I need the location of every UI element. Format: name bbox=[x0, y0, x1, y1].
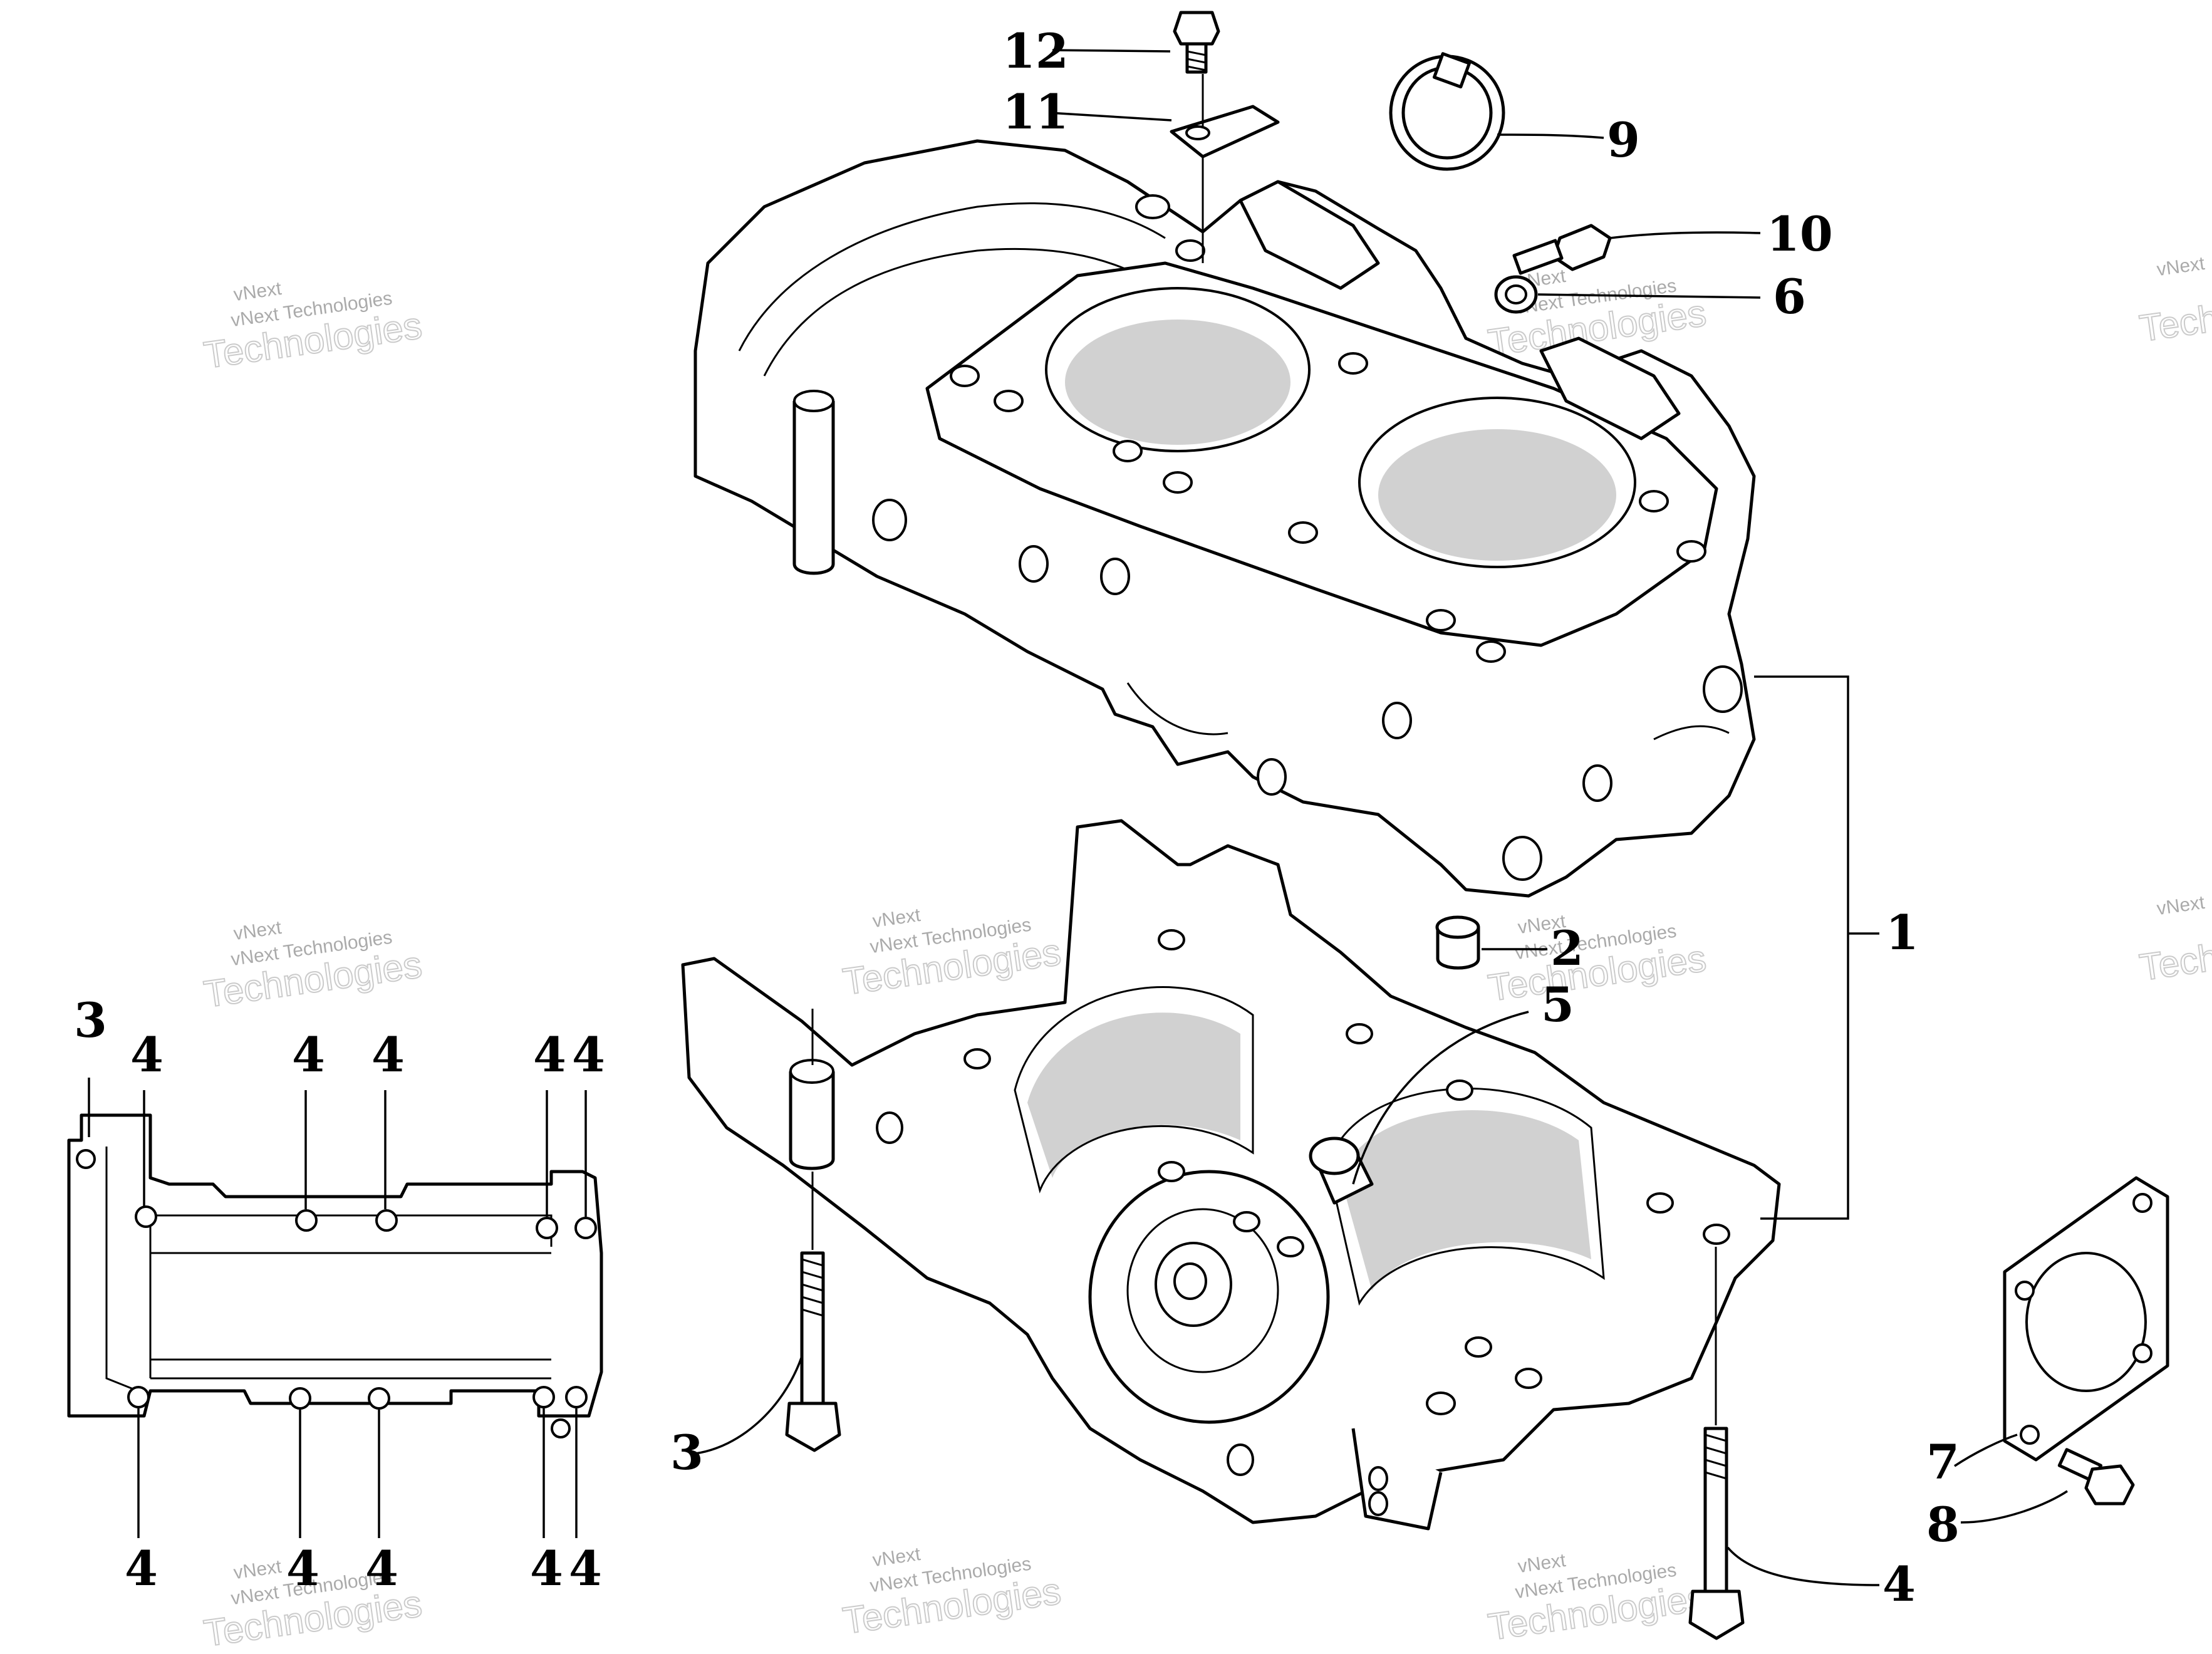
callout-1: 1 bbox=[1886, 905, 1919, 960]
watermark-brand: vNext bbox=[232, 917, 283, 944]
watermark-brand: vNext bbox=[232, 1556, 283, 1583]
watermark-word: Technologies bbox=[2137, 278, 2212, 350]
callout-4-inset-bottom: 4 bbox=[125, 1541, 158, 1596]
washer-6 bbox=[1494, 275, 1538, 314]
callout-4-inset-bottom: 4 bbox=[569, 1541, 602, 1596]
bracket-11 bbox=[1170, 105, 1280, 159]
callout-5: 5 bbox=[1541, 977, 1574, 1032]
callout-11: 11 bbox=[1002, 84, 1069, 140]
bolt-3 bbox=[785, 1251, 841, 1452]
callout-4-inset-bottom: 4 bbox=[530, 1541, 563, 1596]
bolt-10 bbox=[1512, 224, 1612, 275]
callout-4-inset-top: 4 bbox=[572, 1027, 605, 1083]
callout-6: 6 bbox=[1773, 269, 1806, 325]
watermark-brand: vNext bbox=[2156, 892, 2206, 919]
callout-9: 9 bbox=[1607, 112, 1640, 168]
callout-4-inset-top: 4 bbox=[533, 1027, 566, 1083]
hose-clamp-9 bbox=[1389, 52, 1505, 171]
callout-4-inset-bottom: 4 bbox=[286, 1541, 319, 1596]
dowel-5 bbox=[1309, 1136, 1374, 1205]
watermark-brand: vNext bbox=[871, 1544, 922, 1571]
callout-4-bolt: 4 bbox=[1882, 1556, 1916, 1612]
leader-lines bbox=[695, 49, 2068, 1586]
callout-8: 8 bbox=[1926, 1497, 1960, 1553]
bolt-4 bbox=[1688, 1427, 1745, 1640]
bolt-12 bbox=[1173, 11, 1220, 74]
watermark-brand: vNext bbox=[871, 905, 922, 932]
callout-labels: 12 11 9 10 6 1 2 5 3 4 7 8 3 4 4 4 4 4 4… bbox=[74, 23, 1960, 1612]
callout-3-bolt: 3 bbox=[670, 1425, 704, 1480]
inset-leaders bbox=[88, 1078, 587, 1538]
lower-crankcase bbox=[681, 819, 1781, 1531]
watermark-brand: vNext bbox=[1517, 1550, 1567, 1577]
gasket-plate-7 bbox=[2003, 1176, 2169, 1462]
bolt-8 bbox=[2057, 1448, 2135, 1506]
callout-4-inset-bottom: 4 bbox=[365, 1541, 398, 1596]
upper-crankcase bbox=[693, 139, 1756, 898]
inset-crankcase-bolt-pattern bbox=[67, 1113, 603, 1438]
callout-2: 2 bbox=[1550, 920, 1584, 976]
watermark-word: Technologies bbox=[2137, 917, 2212, 989]
callout-10: 10 bbox=[1767, 206, 1833, 262]
dowel-2 bbox=[1435, 915, 1480, 970]
callout-4-inset-top: 4 bbox=[292, 1027, 325, 1083]
callout-7: 7 bbox=[1926, 1434, 1960, 1490]
callout-4-inset-top: 4 bbox=[371, 1027, 405, 1083]
watermark-brand: vNext bbox=[2156, 253, 2206, 280]
callout-3-inset: 3 bbox=[74, 992, 107, 1048]
watermark-brand: vNext bbox=[232, 278, 283, 305]
callout-4-inset-top: 4 bbox=[130, 1027, 164, 1083]
callout-12: 12 bbox=[1002, 23, 1069, 79]
